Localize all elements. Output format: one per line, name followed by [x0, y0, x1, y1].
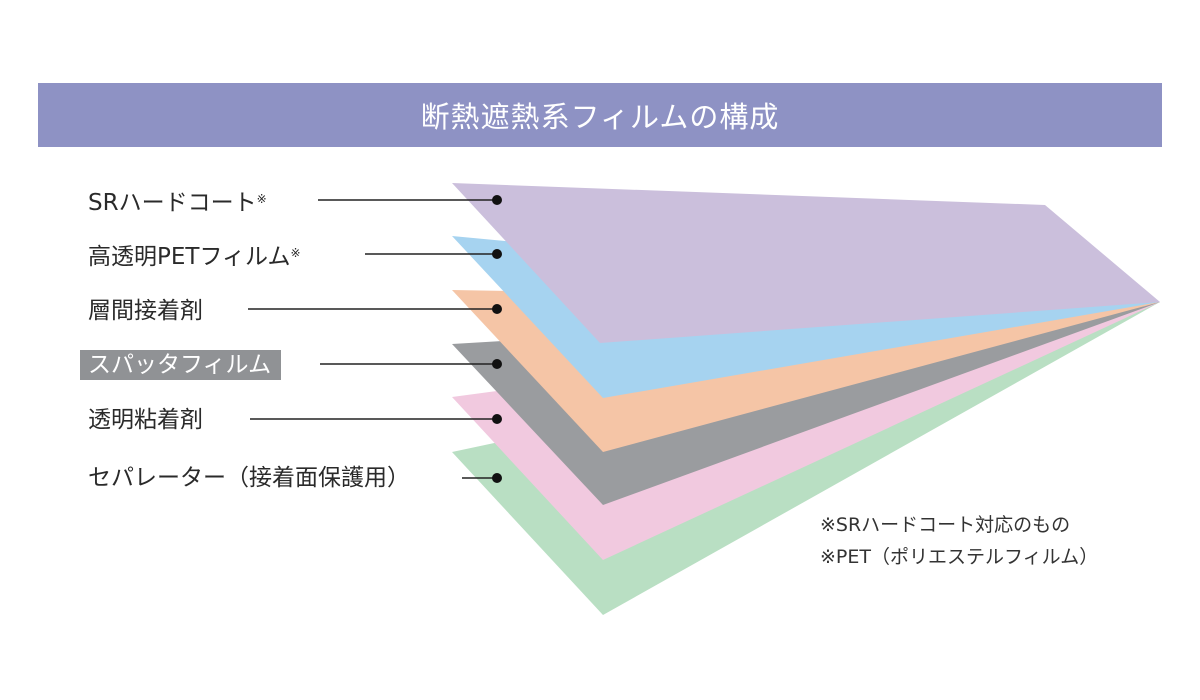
layer-sr-hardcoat	[452, 183, 1160, 343]
footnote: ※PET（ポリエステルフィルム）	[820, 546, 1099, 568]
leader-dot	[492, 195, 502, 205]
footnote-mark: ※	[256, 192, 267, 206]
layer-label-highlighted: スパッタフィルム	[80, 350, 282, 380]
layer-label: 層間接着剤	[88, 298, 203, 324]
diagram-title: 断熱遮熱系フィルムの構成	[38, 83, 1162, 147]
leader-dot	[492, 249, 502, 259]
leader-dot	[492, 473, 502, 483]
layer-label: SRハードコート※	[88, 190, 267, 216]
layer-label: 透明粘着剤	[88, 407, 203, 433]
leader-dot	[492, 304, 502, 314]
footnote-mark: ※	[290, 246, 301, 260]
layer-label: セパレーター（接着面保護用）	[88, 465, 410, 491]
footnote: ※SRハードコート対応のもの	[820, 514, 1071, 536]
layer-label: 高透明PETフィルム※	[88, 244, 301, 270]
leader-dot	[492, 359, 502, 369]
leader-dot	[492, 414, 502, 424]
